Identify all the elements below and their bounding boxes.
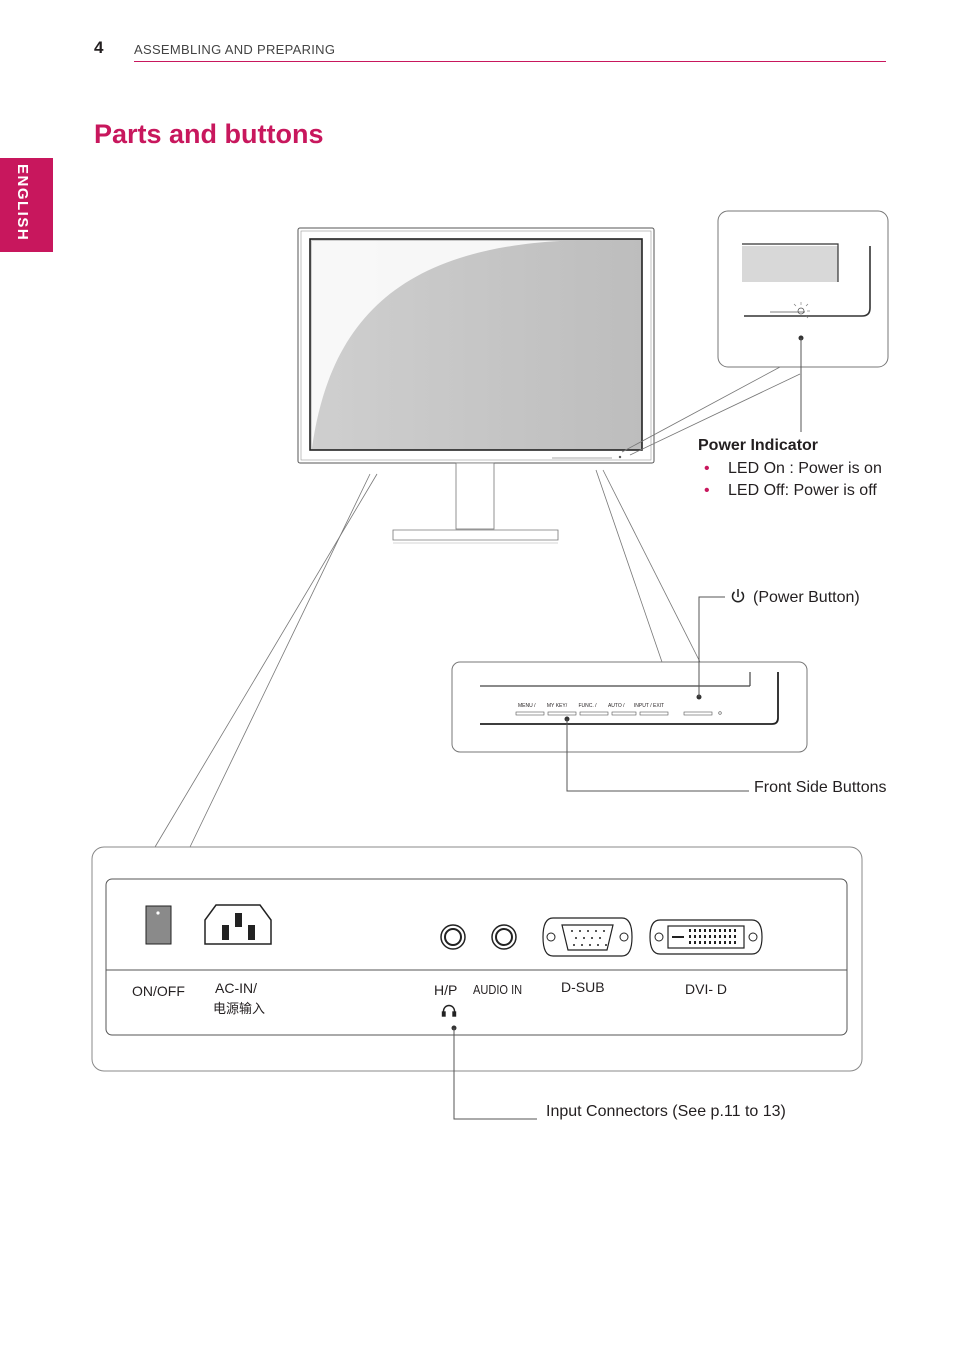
func-button-label: FUNC. /	[578, 703, 597, 709]
input-connectors-label: Input Connectors (See p.11 to 13)	[546, 1103, 786, 1120]
menu-button-label: MENU /	[518, 703, 537, 709]
on-off-label: ON/OFF	[132, 983, 185, 999]
page-number: 4	[94, 38, 104, 57]
section-title: ASSEMBLING AND PREPARING	[134, 42, 336, 57]
monitor-front	[297, 227, 655, 544]
power-indicator-heading: Power Indicator	[698, 437, 819, 454]
power-indicator-item: •LED On : Power is on	[704, 460, 882, 477]
ac-in-label: AC-IN/	[215, 980, 257, 996]
mykey-button-label: MY KEY/	[546, 703, 568, 709]
ac-in-cjk-label: 电源输入	[213, 1002, 266, 1017]
hp-label: H/P	[434, 982, 458, 998]
power-icon	[731, 589, 745, 603]
front-buttons-zoom	[451, 469, 808, 792]
dvi-label: DVI- D	[685, 981, 727, 997]
language-tab: ENGLISH	[0, 158, 53, 252]
page-title: Parts and buttons	[94, 119, 324, 149]
audio-in-label: AUDIO IN	[473, 982, 523, 997]
input-button-label: INPUT / EXIT	[633, 703, 665, 709]
front-button-labels: MENU / MY KEY/ FUNC. / AUTO / INPUT / EX…	[518, 703, 664, 709]
connector-panel	[91, 473, 863, 1120]
led-on-text: LED On : Power is on	[728, 460, 882, 477]
dsub-label: D-SUB	[561, 979, 605, 995]
power-indicator-zoom	[621, 210, 889, 456]
led-off-text: LED Off: Power is off	[728, 482, 877, 499]
headphone-icon	[441, 1004, 457, 1017]
power-indicator-item: •LED Off: Power is off	[704, 482, 877, 499]
language-tab-label: ENGLISH	[14, 164, 31, 242]
front-side-buttons-label: Front Side Buttons	[754, 779, 887, 796]
header-rule	[134, 61, 886, 62]
auto-button-label: AUTO /	[607, 703, 626, 709]
power-button-label: (Power Button)	[753, 589, 860, 606]
